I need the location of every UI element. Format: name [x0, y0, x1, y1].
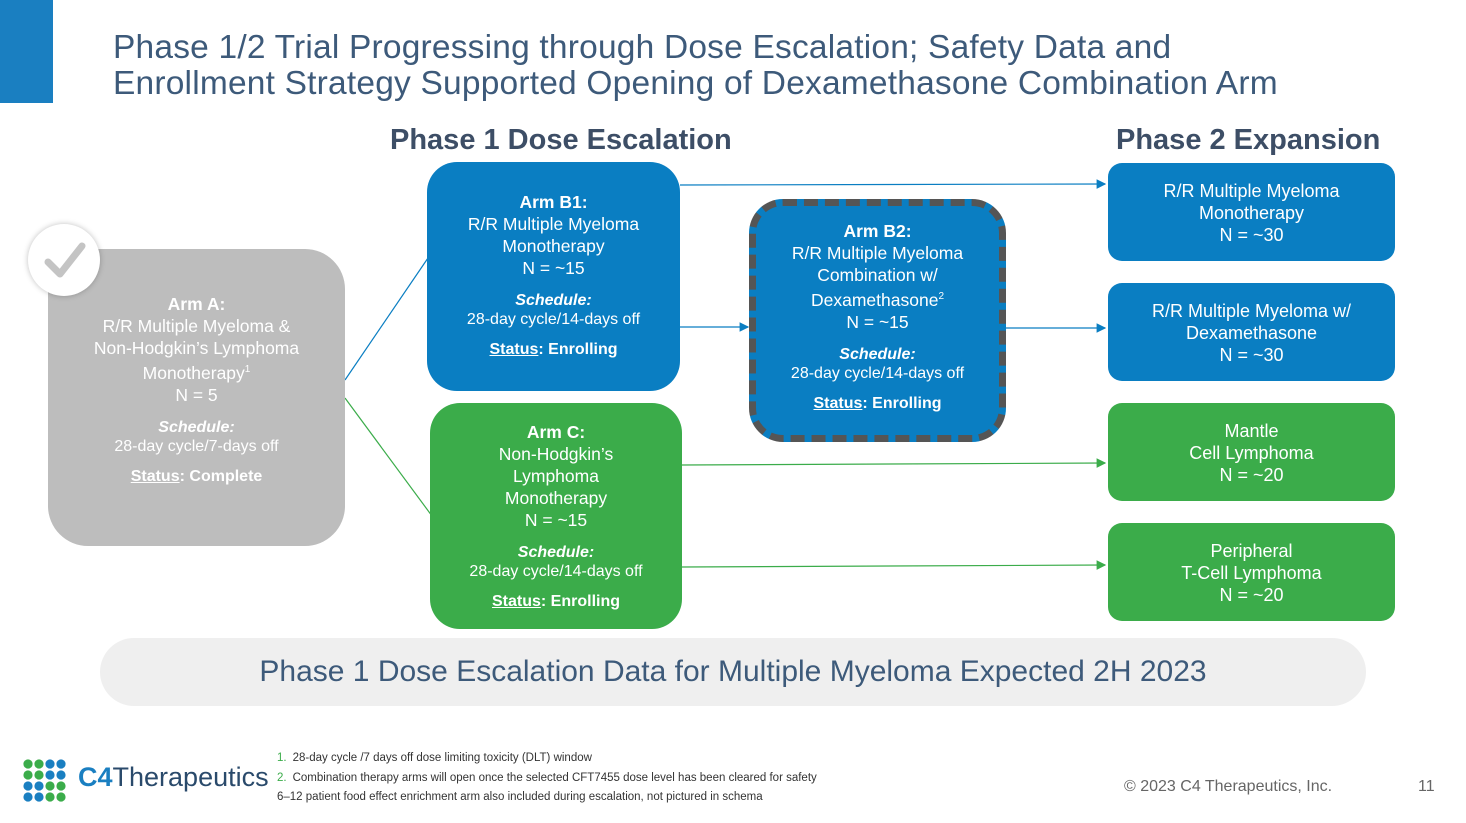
arm-b2-schedule-label: Schedule [839, 345, 911, 363]
expansion-line2: Dexamethasone [1185, 323, 1318, 343]
arm-b2-footnote-ref: 2 [938, 291, 944, 302]
arm-b1-desc2: Monotherapy [502, 236, 605, 256]
slide-title: Phase 1/2 Trial Progressing through Dose… [113, 30, 1433, 102]
line-a-to-b1 [344, 257, 429, 381]
arm-c-desc3: Monotherapy [504, 488, 608, 508]
arm-a-footnote-ref: 1 [244, 364, 251, 375]
arm-a-title: Arm A: [167, 294, 226, 314]
arm-c-box: Arm C: Non-Hodgkin’s Lymphoma Monotherap… [430, 403, 682, 629]
arm-b1-status: Enrolling [548, 341, 618, 358]
arm-b1-desc1: R/R Multiple Myeloma [467, 214, 640, 234]
expansion-ptcl: Peripheral T-Cell Lymphoma N = ~20 [1108, 523, 1395, 621]
data-expected-banner: Phase 1 Dose Escalation Data for Multipl… [100, 638, 1366, 706]
footnote-3: 6–12 patient food effect enrichment arm … [277, 791, 763, 803]
company-logo-text: C4Therapeutics [78, 762, 269, 793]
arrow-c-to-exp3 [681, 458, 1107, 468]
arm-c-status: Enrolling [550, 593, 620, 610]
arm-b2-status: Enrolling [872, 394, 942, 412]
phase1-header: Phase 1 Dose Escalation [390, 124, 732, 156]
arm-b2-box: Arm B2: R/R Multiple Myeloma Combination… [749, 199, 1006, 442]
arm-c-desc2: Lymphoma [513, 466, 599, 486]
arm-b1-schedule-label: Schedule [515, 292, 587, 309]
arm-c-title: Arm C: [526, 422, 586, 442]
arm-c-schedule-label: Schedule [517, 544, 589, 561]
arm-a-desc3: Monotherapy [142, 362, 245, 383]
expansion-n: N = ~30 [1219, 225, 1284, 245]
arm-b2-n: N = ~15 [846, 311, 909, 332]
checkmark-icon [44, 242, 86, 278]
arm-b1-box: Arm B1: R/R Multiple Myeloma Monotherapy… [427, 162, 680, 391]
arm-a-box: Arm A: R/R Multiple Myeloma & Non-Hodgki… [48, 249, 345, 546]
arm-b1-status-label: Status [489, 341, 539, 358]
line-a-to-c [344, 397, 433, 517]
corner-accent [0, 0, 53, 103]
arm-a-desc1: R/R Multiple Myeloma & [102, 316, 291, 336]
expansion-mm-dex: R/R Multiple Myeloma w/ Dexamethasone N … [1108, 283, 1395, 381]
footnote-1: 1.28-day cycle /7 days off dose limiting… [277, 752, 592, 764]
arm-b1-n: N = ~15 [522, 258, 585, 278]
arm-b2-schedule: 28-day cycle/14-days off [790, 364, 965, 382]
arm-b2-title: Arm B2: [843, 221, 912, 241]
logo-therapeutics: Therapeutics [112, 762, 269, 792]
arm-a-schedule-label: Schedule [158, 418, 230, 436]
arm-b1-schedule: 28-day cycle/14-days off [466, 311, 641, 328]
title-line-2: Enrollment Strategy Supported Opening of… [113, 65, 1278, 102]
arrow-b1-to-exp1 [679, 179, 1107, 189]
arm-a-schedule: 28-day cycle/7-days off [114, 437, 279, 455]
arm-a-status: Complete [189, 467, 263, 485]
logo-c4: C4 [78, 762, 113, 792]
arm-b2-desc2: Combination w/ [817, 265, 938, 285]
arm-b2-status-label: Status [813, 394, 863, 412]
expansion-line1: R/R Multiple Myeloma [1163, 181, 1340, 201]
arm-c-n: N = ~15 [524, 510, 588, 530]
arm-a-desc2: Non-Hodgkin’s Lymphoma [93, 338, 300, 358]
arm-b1-title: Arm B1: [519, 192, 588, 212]
c4-dot-grid-logo [23, 759, 66, 802]
arm-c-schedule: 28-day cycle/14-days off [469, 563, 643, 580]
phase2-header: Phase 2 Expansion [1116, 124, 1381, 156]
footnote-2: 2.Combination therapy arms will open onc… [277, 772, 817, 784]
expansion-line1: Mantle [1224, 421, 1279, 441]
expansion-mcl: Mantle Cell Lymphoma N = ~20 [1108, 403, 1395, 501]
expansion-line1: R/R Multiple Myeloma w/ [1151, 301, 1352, 321]
copyright: © 2023 C4 Therapeutics, Inc. [1124, 778, 1333, 795]
title-line-1: Phase 1/2 Trial Progressing through Dose… [113, 29, 1172, 66]
expansion-n: N = ~30 [1219, 345, 1284, 365]
arm-b2-desc3: Dexamethasone [810, 289, 939, 310]
complete-check-badge [28, 224, 100, 296]
arm-a-status-label: Status [130, 467, 180, 485]
expansion-line1: Peripheral [1210, 541, 1293, 561]
expansion-mm-mono: R/R Multiple Myeloma Monotherapy N = ~30 [1108, 163, 1395, 261]
expansion-n: N = ~20 [1219, 465, 1284, 485]
arm-a-n: N = 5 [175, 384, 218, 405]
expansion-line2: Monotherapy [1198, 203, 1305, 223]
expansion-line2: T-Cell Lymphoma [1181, 563, 1322, 583]
expansion-line2: Cell Lymphoma [1189, 443, 1314, 463]
arm-c-status-label: Status [491, 593, 541, 610]
expansion-n: N = ~20 [1219, 585, 1284, 605]
arm-c-desc1: Non-Hodgkin’s [498, 444, 614, 464]
arrow-c-to-exp4 [681, 560, 1107, 570]
arm-b2-desc1: R/R Multiple Myeloma [791, 243, 964, 263]
page-number: 11 [1418, 778, 1435, 795]
